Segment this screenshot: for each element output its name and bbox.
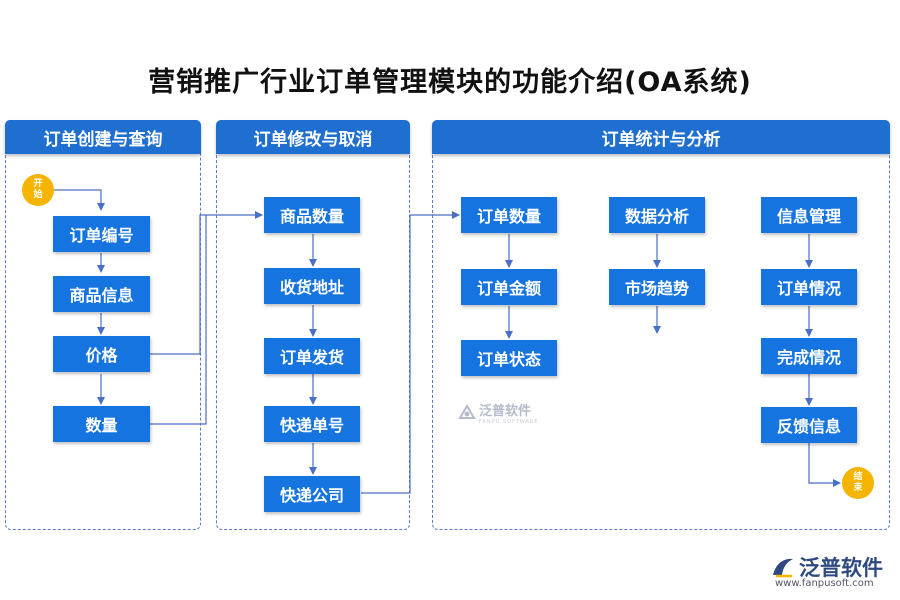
node-shipping-address: 收货地址 [264, 268, 360, 304]
brand-name: 泛普软件 [799, 556, 883, 580]
node-order-count: 订单数量 [461, 197, 557, 233]
node-completion-status: 完成情况 [761, 338, 857, 374]
page-title: 营销推广行业订单管理模块的功能介绍(OA系统) [148, 67, 752, 98]
node-info-management: 信息管理 [761, 197, 857, 233]
node-order-situation: 订单情况 [761, 269, 857, 305]
node-order-status: 订单状态 [461, 340, 557, 376]
node-order-number: 订单编号 [53, 216, 150, 252]
node-product-quantity: 商品数量 [264, 197, 360, 233]
node-price: 价格 [53, 336, 150, 372]
node-feedback-info: 反馈信息 [761, 407, 857, 443]
arrow-price-to-product-qty [150, 211, 263, 355]
panel-modify-cancel: 订单修改与取消 [216, 120, 410, 530]
end-circle: 结束 [842, 467, 874, 499]
brand-logo: 泛普软件 [770, 552, 883, 582]
panel-create-query-heading: 订单创建与查询 [5, 120, 201, 154]
panel-stats-analysis-heading: 订单统计与分析 [432, 120, 890, 154]
node-market-trend: 市场趋势 [609, 269, 705, 305]
start-circle: 开始 [22, 174, 54, 206]
node-courier-company: 快递公司 [264, 476, 360, 512]
node-order-amount: 订单金额 [461, 269, 557, 305]
node-product-info: 商品信息 [53, 276, 150, 312]
brand-url: www.fanpusoft.com [775, 578, 874, 589]
fanpu-logo-icon [773, 558, 793, 578]
panel-create-query: 订单创建与查询 [5, 120, 201, 530]
node-tracking-number: 快递单号 [264, 406, 360, 442]
node-order-shipment: 订单发货 [264, 338, 360, 374]
fanpu-mark-icon [458, 403, 476, 419]
node-data-analysis: 数据分析 [609, 197, 705, 233]
arrow-courier-to-order-count [361, 211, 460, 494]
watermark-name: 泛普软件 [479, 404, 532, 419]
watermark-logo: 泛普软件 FANPU SOFTWARE [458, 400, 539, 425]
watermark-sub: FANPU SOFTWARE [479, 419, 539, 425]
arrow-start-to-order-no [54, 189, 105, 211]
node-quantity: 数量 [53, 406, 150, 442]
arrow-qty-to-product-qty [150, 215, 207, 425]
arrow-feedback-to-end [808, 443, 841, 487]
panel-stats-analysis: 订单统计与分析 [432, 120, 890, 530]
panel-modify-cancel-heading: 订单修改与取消 [216, 120, 410, 154]
